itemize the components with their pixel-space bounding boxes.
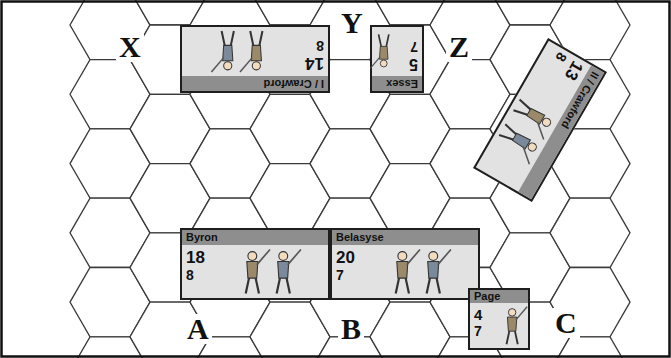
strength-number: 14	[305, 55, 324, 72]
unit-name: Essex	[386, 76, 418, 91]
unit-counter: Belasyse 20 7	[330, 228, 480, 300]
unit-counter: Essex 5 7	[370, 25, 424, 93]
morale-number: 8	[186, 268, 194, 282]
position-letter: X	[116, 32, 144, 62]
unit-name: Byron	[186, 230, 218, 245]
unit-counter: Byron 18 8	[180, 228, 330, 300]
hex-cell	[550, 337, 630, 358]
morale-number: 8	[553, 50, 569, 64]
hex-cell	[550, 198, 630, 267]
strength-number: 5	[409, 56, 418, 72]
position-letter: B	[338, 314, 364, 344]
position-letter: Z	[446, 32, 472, 62]
position-letter: Y	[338, 8, 366, 38]
morale-number: 7	[410, 40, 418, 54]
morale-number: 8	[316, 39, 324, 53]
position-letter: C	[552, 308, 580, 338]
unit-name: Page	[474, 290, 500, 303]
soldier-figure	[498, 303, 530, 348]
unit-name: I / Crawford	[263, 76, 324, 91]
soldier-figure	[370, 27, 394, 76]
soldier-figure	[360, 245, 480, 298]
soldier-figure	[180, 27, 300, 76]
strength-number: 18	[186, 249, 205, 266]
strength-number: 4	[474, 307, 482, 322]
strength-number: 20	[336, 249, 355, 266]
soldier-figure	[210, 245, 330, 298]
unit-counter: Page 4 7	[468, 288, 530, 350]
morale-number: 7	[336, 268, 344, 282]
unit-name: Belasyse	[336, 230, 384, 245]
position-letter: A	[184, 314, 212, 344]
morale-number: 7	[474, 324, 482, 338]
unit-counter: I / Crawford 14 8	[180, 25, 330, 93]
